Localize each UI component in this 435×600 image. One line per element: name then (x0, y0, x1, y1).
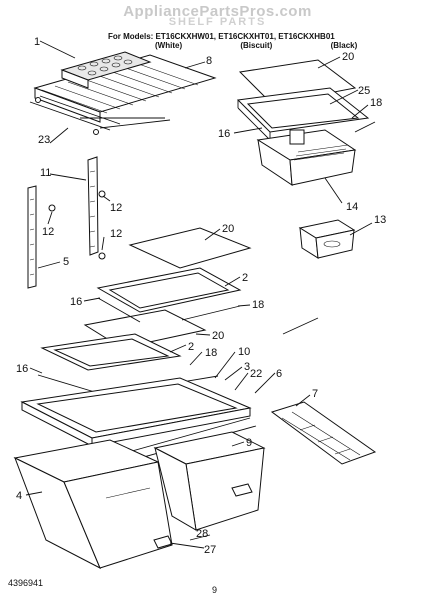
models-line: For Models: ET16CKXHW01, ET16CKXHT01, ET… (108, 32, 335, 41)
egg-bin (60, 51, 152, 89)
callout-label: 12 (42, 226, 54, 238)
callout-label: 10 (238, 346, 250, 358)
callout-label: 20 (342, 51, 354, 63)
shelf-ladder-left (27, 185, 37, 289)
callout-label: 16 (218, 128, 230, 140)
dairy-bin (298, 219, 356, 259)
crisper-drawer-right (153, 431, 266, 531)
shelf-support-rod (99, 119, 171, 129)
callout-label: 18 (370, 97, 382, 109)
drawer-slide (270, 401, 377, 465)
glass-shelf-lower (37, 333, 219, 397)
callout-label: 18 (252, 299, 264, 311)
callout-label: 27 (204, 544, 216, 556)
callout-label: 14 (346, 201, 358, 213)
callout-label: 18 (205, 347, 217, 359)
watermark: AppliancePartsPros.com (123, 3, 312, 20)
callout-label: 20 (222, 223, 234, 235)
callout-label: 3 (244, 361, 250, 373)
ladder-screws (35, 97, 106, 260)
callout-label: 2 (188, 341, 194, 353)
callout-label: 23 (38, 134, 50, 146)
crisper-drawer-left (13, 439, 173, 570)
leader-lines (25, 40, 373, 549)
callout-label: 25 (358, 85, 370, 97)
page-number: 9 (212, 585, 218, 595)
callout-label: 9 (246, 437, 252, 449)
shelf-ladder-right (87, 156, 99, 256)
callout-label: 7 (312, 388, 318, 400)
glass-shelf-middle (83, 227, 252, 349)
callout-label: 12 (110, 202, 122, 214)
callout-label: 1 (34, 36, 40, 48)
callout-label: 16 (16, 363, 28, 375)
loose-shelf-rail (282, 317, 319, 335)
callout-label: 2 (242, 272, 248, 284)
wire-shelf-assembly (29, 54, 217, 131)
callout-label: 28 (196, 528, 208, 540)
callout-label: 13 (374, 214, 386, 226)
document-number: 4396941 (8, 578, 44, 588)
glass-shelf-upper-right (236, 59, 370, 141)
callout-label: 5 (63, 256, 69, 268)
callout-label: 12 (110, 228, 122, 240)
callout-labels: 1 8 20 25 18 16 14 13 23 11 12 12 12 5 2… (16, 36, 386, 556)
color-biscuit: (Biscuit) (240, 41, 273, 50)
meat-drawer (256, 129, 357, 186)
color-variants: (White) (Biscuit) (Black) (155, 41, 379, 50)
callout-label: 4 (16, 490, 22, 502)
callout-label: 8 (206, 55, 212, 67)
drawer-glides (153, 483, 253, 549)
shelf-side-rail-right (354, 121, 376, 133)
color-black: (Black) (330, 41, 358, 50)
callout-label: 16 (70, 296, 82, 308)
color-white: (White) (155, 41, 183, 50)
callout-label: 20 (212, 330, 224, 342)
page-title: SHELF PARTS (168, 16, 267, 28)
callout-label: 11 (40, 167, 51, 179)
callout-label: 6 (276, 368, 282, 380)
callout-label: 22 (250, 368, 262, 380)
